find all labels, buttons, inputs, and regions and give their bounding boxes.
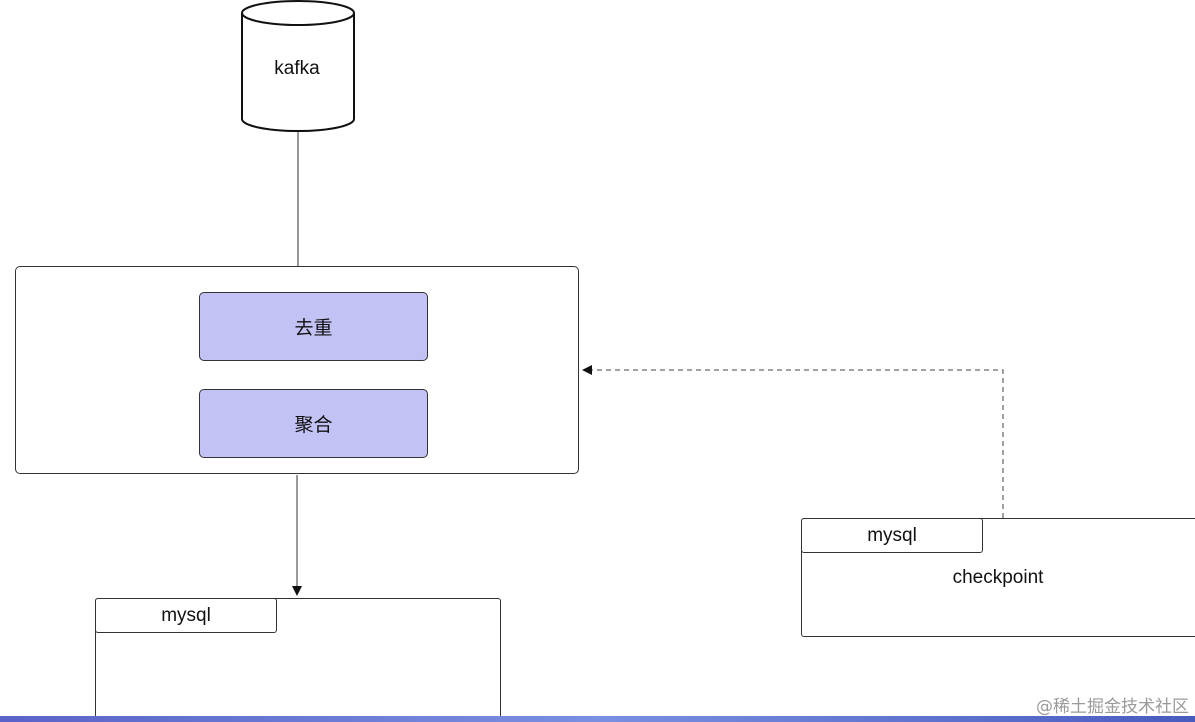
mysql-sink-tab: mysql: [95, 598, 277, 633]
processing-container: 去重 聚合: [15, 266, 579, 474]
bottom-accent-bar: [0, 716, 1195, 722]
watermark: @稀土掘金技术社区: [1036, 697, 1189, 717]
checkpoint-label: checkpoint: [952, 567, 1044, 588]
mysql-checkpoint-table: mysql checkpoint: [801, 518, 1195, 637]
edge-checkpoint-to-processor: [582, 365, 1004, 518]
kafka-label: kafka: [274, 58, 320, 79]
kafka-cylinder-icon: [241, 0, 355, 132]
aggregate-step: 聚合: [199, 389, 428, 458]
mysql-sink-table: mysql: [95, 598, 501, 718]
dedup-step: 去重: [199, 292, 428, 361]
mysql-checkpoint-tab: mysql: [801, 518, 983, 553]
